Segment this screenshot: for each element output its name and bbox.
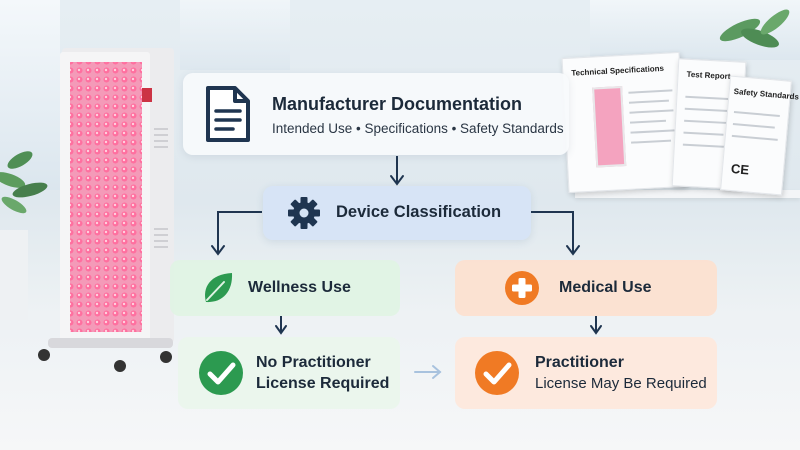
- manufacturer-documentation-card: Manufacturer Documentation Intended Use …: [183, 73, 569, 155]
- background-window-center: [180, 0, 290, 70]
- medical-use-card: Medical Use: [455, 260, 717, 316]
- license-line1: Practitioner: [535, 354, 624, 371]
- no-license-line2: License Required: [256, 375, 390, 392]
- arrow-classification-to-wellness: [217, 211, 262, 254]
- classification-title: Device Classification: [336, 203, 502, 221]
- no-license-required-card: No Practitioner License Required: [178, 337, 400, 409]
- no-license-line1: No Practitioner: [256, 354, 371, 371]
- arrow-wellness-to-medical-faint: [414, 365, 442, 379]
- check-circle-icon: [199, 351, 243, 395]
- license-line2: License May Be Required: [535, 375, 707, 392]
- document-icon: [206, 86, 250, 142]
- wellness-use-card: Wellness Use: [170, 260, 400, 316]
- counter-right: [575, 190, 800, 198]
- plant-left: [0, 151, 48, 320]
- documentation-title: Manufacturer Documentation: [272, 94, 523, 114]
- documentation-subtitle: Intended Use • Specifications • Safety S…: [272, 121, 564, 136]
- medical-cross-icon: [505, 271, 539, 305]
- arrow-classification-to-medical: [531, 211, 574, 254]
- leaf-icon: [205, 273, 233, 303]
- device-classification-card: Device Classification: [263, 186, 531, 240]
- medical-title: Medical Use: [559, 279, 652, 296]
- wellness-title: Wellness Use: [248, 279, 351, 296]
- check-circle-icon: [475, 351, 519, 395]
- gear-icon: [288, 197, 320, 229]
- red-light-panel-image: [38, 48, 174, 372]
- plant-right: [719, 9, 790, 48]
- license-may-be-required-card: Practitioner License May Be Required: [455, 337, 717, 409]
